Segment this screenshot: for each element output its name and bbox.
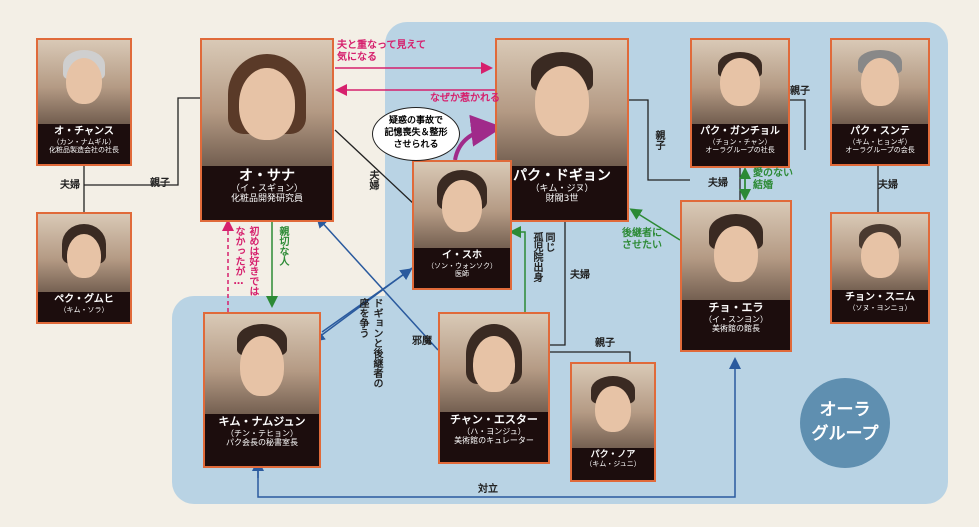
card-chan-ester: チャン・エスター （ハ・ヨンジュ） 美術館のキュレーター <box>438 312 550 464</box>
name: パク・ガンチョル <box>700 126 780 137</box>
role: 化粧品製造会社の社長 <box>49 145 119 154</box>
card-park-sunte: パク・スンテ （キム・ヒョンギ） オーラグループの会長 <box>830 38 930 166</box>
reading: （カン・ナムギル） <box>52 137 116 146</box>
arrow-namjun-suho <box>321 268 413 333</box>
name: ペク・グムヒ <box>54 294 114 305</box>
role: 美術館のキュレーター <box>454 435 534 445</box>
badge-line2: グループ <box>811 424 879 444</box>
role: 財閥3世 <box>545 194 579 205</box>
label-dogyon-sana: なぜか惹かれる <box>430 93 500 104</box>
card-o-sana: オ・サナ （イ・スギョン） 化粧品開発研究員 <box>200 38 334 222</box>
reading: （キム・ジヌ） <box>530 184 594 195</box>
label-line1: 愛のない <box>753 168 793 179</box>
line-ganchol-dogyon <box>628 99 690 181</box>
line-sunte-ganchol <box>790 99 806 150</box>
label-kind-person: 親切な人 <box>277 226 288 266</box>
label-line1: 後継者に <box>622 228 662 239</box>
arrow-ester-suho <box>509 226 526 312</box>
line-parents-sana <box>84 97 200 186</box>
reading: （イ・スンヨン） <box>704 314 768 324</box>
badge-line1: オーラ <box>819 400 871 420</box>
role: オーラグループの社長 <box>705 145 775 154</box>
line-dogyon-ester <box>548 212 566 346</box>
bubble-line3: させられる <box>393 140 439 150</box>
arrow-era-dogyon <box>629 208 681 241</box>
card-park-dogyon: パク・ドギョン （キム・ジヌ） 財閥3世 <box>495 38 629 222</box>
amnesia-bubble: 疑惑の事故で 記憶喪失＆整形 させられる <box>372 107 460 161</box>
card-cho-era: チョ・エラ （イ・スンヨン） 美術館の館長 <box>680 200 792 352</box>
name: パク・ドギョン <box>513 168 611 184</box>
label-sana-dogyon: 夫と重なって見えて 気になる <box>337 40 426 64</box>
label-oyako-sunte: 親子 <box>790 86 810 97</box>
bubble-line1: 疑惑の事故で <box>388 116 443 126</box>
reading: （ソン・ウォンソク） <box>427 261 497 270</box>
card-jeon-sunim: チョン・スニム （ソヌ・ヨンニョ） <box>830 212 930 324</box>
card-i-suho: イ・スホ （ソン・ウォンソク） 医師 <box>412 160 512 290</box>
label-onaji-line2: 孤児院出身 <box>531 232 542 282</box>
line-ester-noa <box>548 351 631 362</box>
reading: （チョン・チャン） <box>708 137 772 146</box>
label-line2: 気になる <box>337 52 377 63</box>
label-line2: 結婚 <box>753 180 773 191</box>
reading: （ソヌ・ヨンニョ） <box>848 303 912 312</box>
reading: （キム・ヒョンギ） <box>848 137 912 146</box>
label-fuufu-left: 夫婦 <box>60 180 80 191</box>
label-jama: 邪魔 <box>412 336 432 347</box>
label-hajime: 初めは好きでは <box>247 226 258 296</box>
line-sana-suho <box>334 129 416 206</box>
label-successor-fight-line2: 座を争う <box>357 298 368 338</box>
name: イ・スホ <box>442 250 482 261</box>
label-successor-wish: 後継者に させたい <box>622 228 662 252</box>
name: パク・ノア <box>590 450 636 460</box>
label-fuufu-ganchol: 夫婦 <box>708 178 728 189</box>
reading: （キム・ジュニ） <box>585 460 641 469</box>
card-park-noa: パク・ノア （キム・ジュニ） <box>570 362 656 482</box>
card-baek-gumhee: ペク・グムヒ （キム・ソラ） <box>36 212 132 324</box>
name: チョン・スニム <box>845 292 915 303</box>
card-park-ganchol: パク・ガンチョル （チョン・チャン） オーラグループの社長 <box>690 38 790 168</box>
card-kim-namjun: キム・ナムジュン （チン・テヒョン） パク会長の秘書室長 <box>203 312 321 468</box>
reading: （キム・ソラ） <box>59 305 109 314</box>
reading: （チン・テヒョン） <box>226 428 298 438</box>
arrow-bubble <box>453 114 503 161</box>
label-oyako-left: 親子 <box>150 178 170 189</box>
role: 美術館の館長 <box>712 323 760 333</box>
label-successor-fight-line1: ドギョンと後継者の <box>371 298 382 388</box>
arrow-tairitsu <box>257 357 741 498</box>
aura-group-badge: オーラ グループ <box>800 378 890 468</box>
name: パク・スンテ <box>850 126 910 137</box>
label-oyako-dogyon: 親子 <box>653 130 664 150</box>
arrow-ester-sana <box>315 215 439 351</box>
label-tairitsu: 対立 <box>478 484 498 495</box>
label-fuufu-sunte: 夫婦 <box>878 180 898 191</box>
reading: （ハ・ヨンジュ） <box>462 426 526 436</box>
card-o-changsu: オ・チャンス （カン・ナムギル） 化粧品製造会社の社長 <box>36 38 132 166</box>
label-nakatta: なかったが… <box>233 226 244 287</box>
role: オーラグループの会長 <box>845 145 915 154</box>
label-loveless-marriage: 愛のない 結婚 <box>753 168 793 192</box>
name: キム・ナムジュン <box>218 415 306 428</box>
label-oyako-ester-noa: 親子 <box>595 338 615 349</box>
label-line1: 夫と重なって見えて <box>337 40 426 51</box>
label-onaji-line1: 同じ <box>543 232 554 252</box>
role: 医師 <box>455 269 469 278</box>
name: チョ・エラ <box>708 301 764 314</box>
name: チャン・エスター <box>450 413 538 426</box>
bubble-line2: 記憶喪失＆整形 <box>384 128 448 138</box>
label-line2: させたい <box>622 240 662 251</box>
reading: （イ・スギョン） <box>230 184 303 195</box>
label-fuufu-dogyon-ester: 夫婦 <box>570 270 590 281</box>
label-fuufu-sana-suho: 夫婦 <box>367 170 378 190</box>
name: オ・チャンス <box>54 126 114 137</box>
name: オ・サナ <box>239 168 295 184</box>
role: パク会長の秘書室長 <box>226 437 298 447</box>
role: 化粧品開発研究員 <box>230 194 303 205</box>
